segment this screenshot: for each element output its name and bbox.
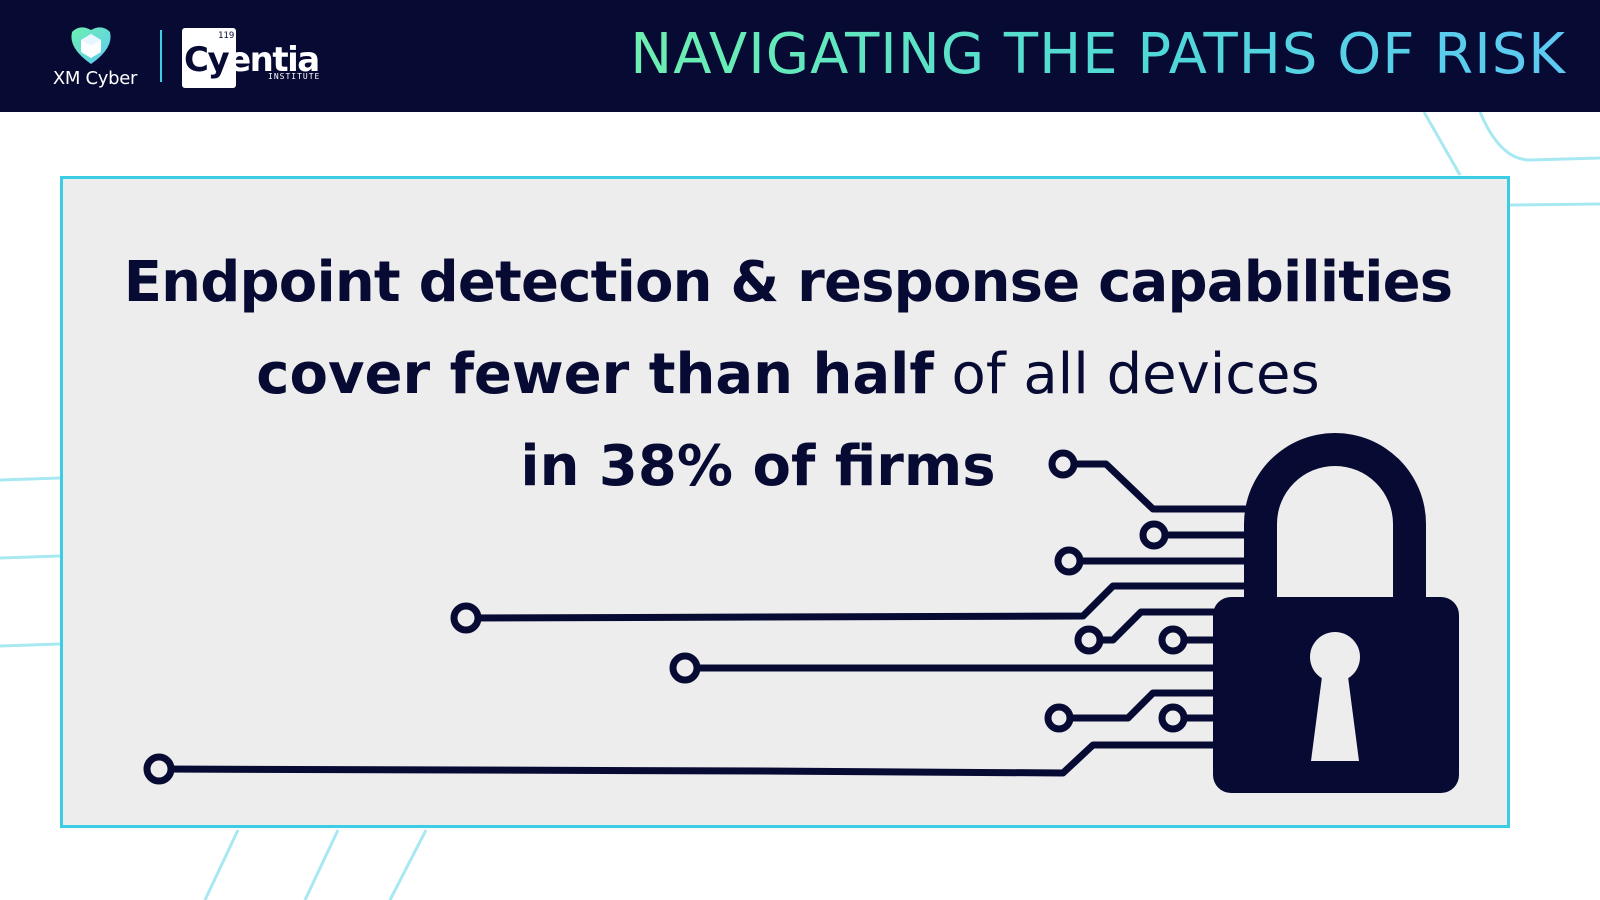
key-statement: Endpoint detection & response capabiliti…: [103, 237, 1473, 513]
circuit-lines-icon: [155, 460, 1257, 777]
header-bar: XM Cyber 119 Cyentia INSTITUTE NAVIGATIN…: [0, 0, 1600, 112]
statement-card: Endpoint detection & response capabiliti…: [60, 176, 1510, 828]
statement-line-2: cover fewer than half of all devices: [103, 329, 1473, 421]
statement-line-3: in 38% of firms: [103, 421, 1473, 513]
statement-line-1: Endpoint detection & response capabiliti…: [103, 237, 1473, 329]
cyentia-wordmark-part1: Cy: [184, 40, 230, 80]
padlock-icon: [1213, 433, 1459, 793]
cyentia-wordmark: Cyentia: [184, 40, 320, 80]
padlock-circuit-illustration: [143, 433, 1459, 793]
circuit-nodes: [143, 449, 1188, 785]
statement-line-3-text: in 38% of firms: [520, 434, 996, 499]
cyentia-institute-label: INSTITUTE: [268, 72, 321, 81]
cyentia-logo-icon: 119 Cyentia INSTITUTE: [182, 28, 327, 88]
cyentia-wordmark-part2: entia: [228, 40, 320, 80]
logo-divider: [160, 30, 162, 82]
xm-cyber-wordmark: XM Cyber: [52, 68, 138, 89]
statement-line-1-text: Endpoint detection & response capabiliti…: [123, 250, 1453, 315]
page-title: NAVIGATING THE PATHS OF RISK: [630, 22, 1566, 87]
xm-cyber-logo-icon: [71, 27, 111, 64]
xm-cyber-logo: XM Cyber: [40, 24, 150, 94]
statement-line-2-light: of all devices: [933, 342, 1320, 407]
cyentia-logo-number: 119: [218, 31, 235, 41]
statement-line-2-bold: cover fewer than half: [256, 342, 934, 407]
cyentia-logo-box: [182, 28, 236, 88]
